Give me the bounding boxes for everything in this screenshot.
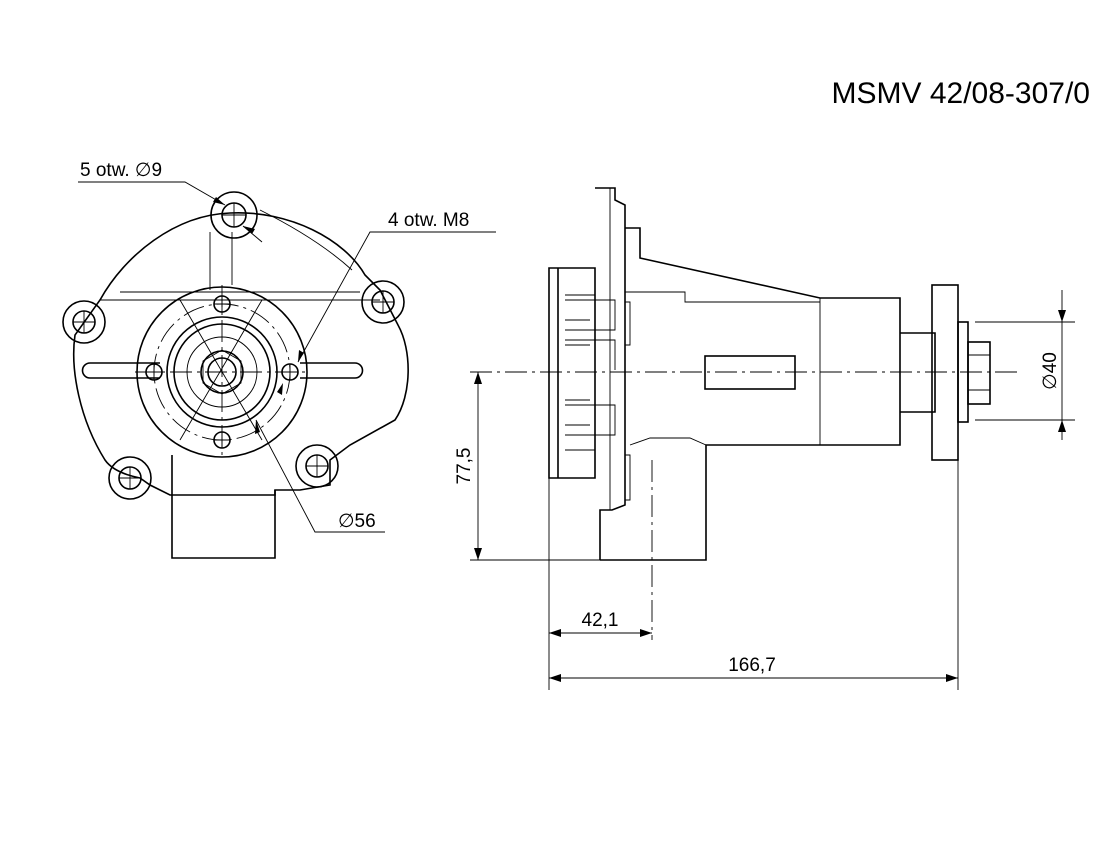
leader-holes-m8 bbox=[297, 231, 496, 363]
mounting-lugs bbox=[62, 191, 405, 500]
front-view: 5 otw. ∅9 4 otw. M8 ∅56 bbox=[62, 160, 496, 559]
dim-height: 77,5 bbox=[454, 448, 475, 485]
front-view-body-outline bbox=[72, 212, 409, 496]
front-view-ribs bbox=[100, 209, 380, 301]
leader-holes-9 bbox=[78, 181, 226, 206]
leader-dia-56 bbox=[255, 419, 385, 533]
shaft bbox=[900, 332, 936, 413]
callout-holes-9: 5 otw. ∅9 bbox=[80, 160, 162, 181]
dim-length: 166,7 bbox=[728, 655, 776, 676]
callout-dia-56: ∅56 bbox=[338, 511, 376, 532]
pulley bbox=[931, 284, 959, 461]
side-housing bbox=[600, 227, 901, 561]
side-flange-plate bbox=[548, 267, 596, 479]
side-view bbox=[470, 187, 1020, 640]
outlet-pipe bbox=[171, 455, 276, 559]
dim-pulley-diameter: ∅40 bbox=[1040, 352, 1061, 390]
callout-holes-m8: 4 otw. M8 bbox=[388, 210, 469, 231]
flange-ribs bbox=[565, 299, 631, 501]
pulley-nut bbox=[967, 341, 991, 405]
side-body-plate bbox=[595, 187, 626, 560]
dim-offset: 42,1 bbox=[582, 610, 619, 631]
bearing bbox=[704, 355, 796, 390]
part-number: MSMV 42/08-307/0 bbox=[832, 77, 1090, 110]
dimensions: ∅40 77,5 42,1 166,7 bbox=[454, 290, 1075, 690]
right-slot bbox=[300, 362, 364, 379]
